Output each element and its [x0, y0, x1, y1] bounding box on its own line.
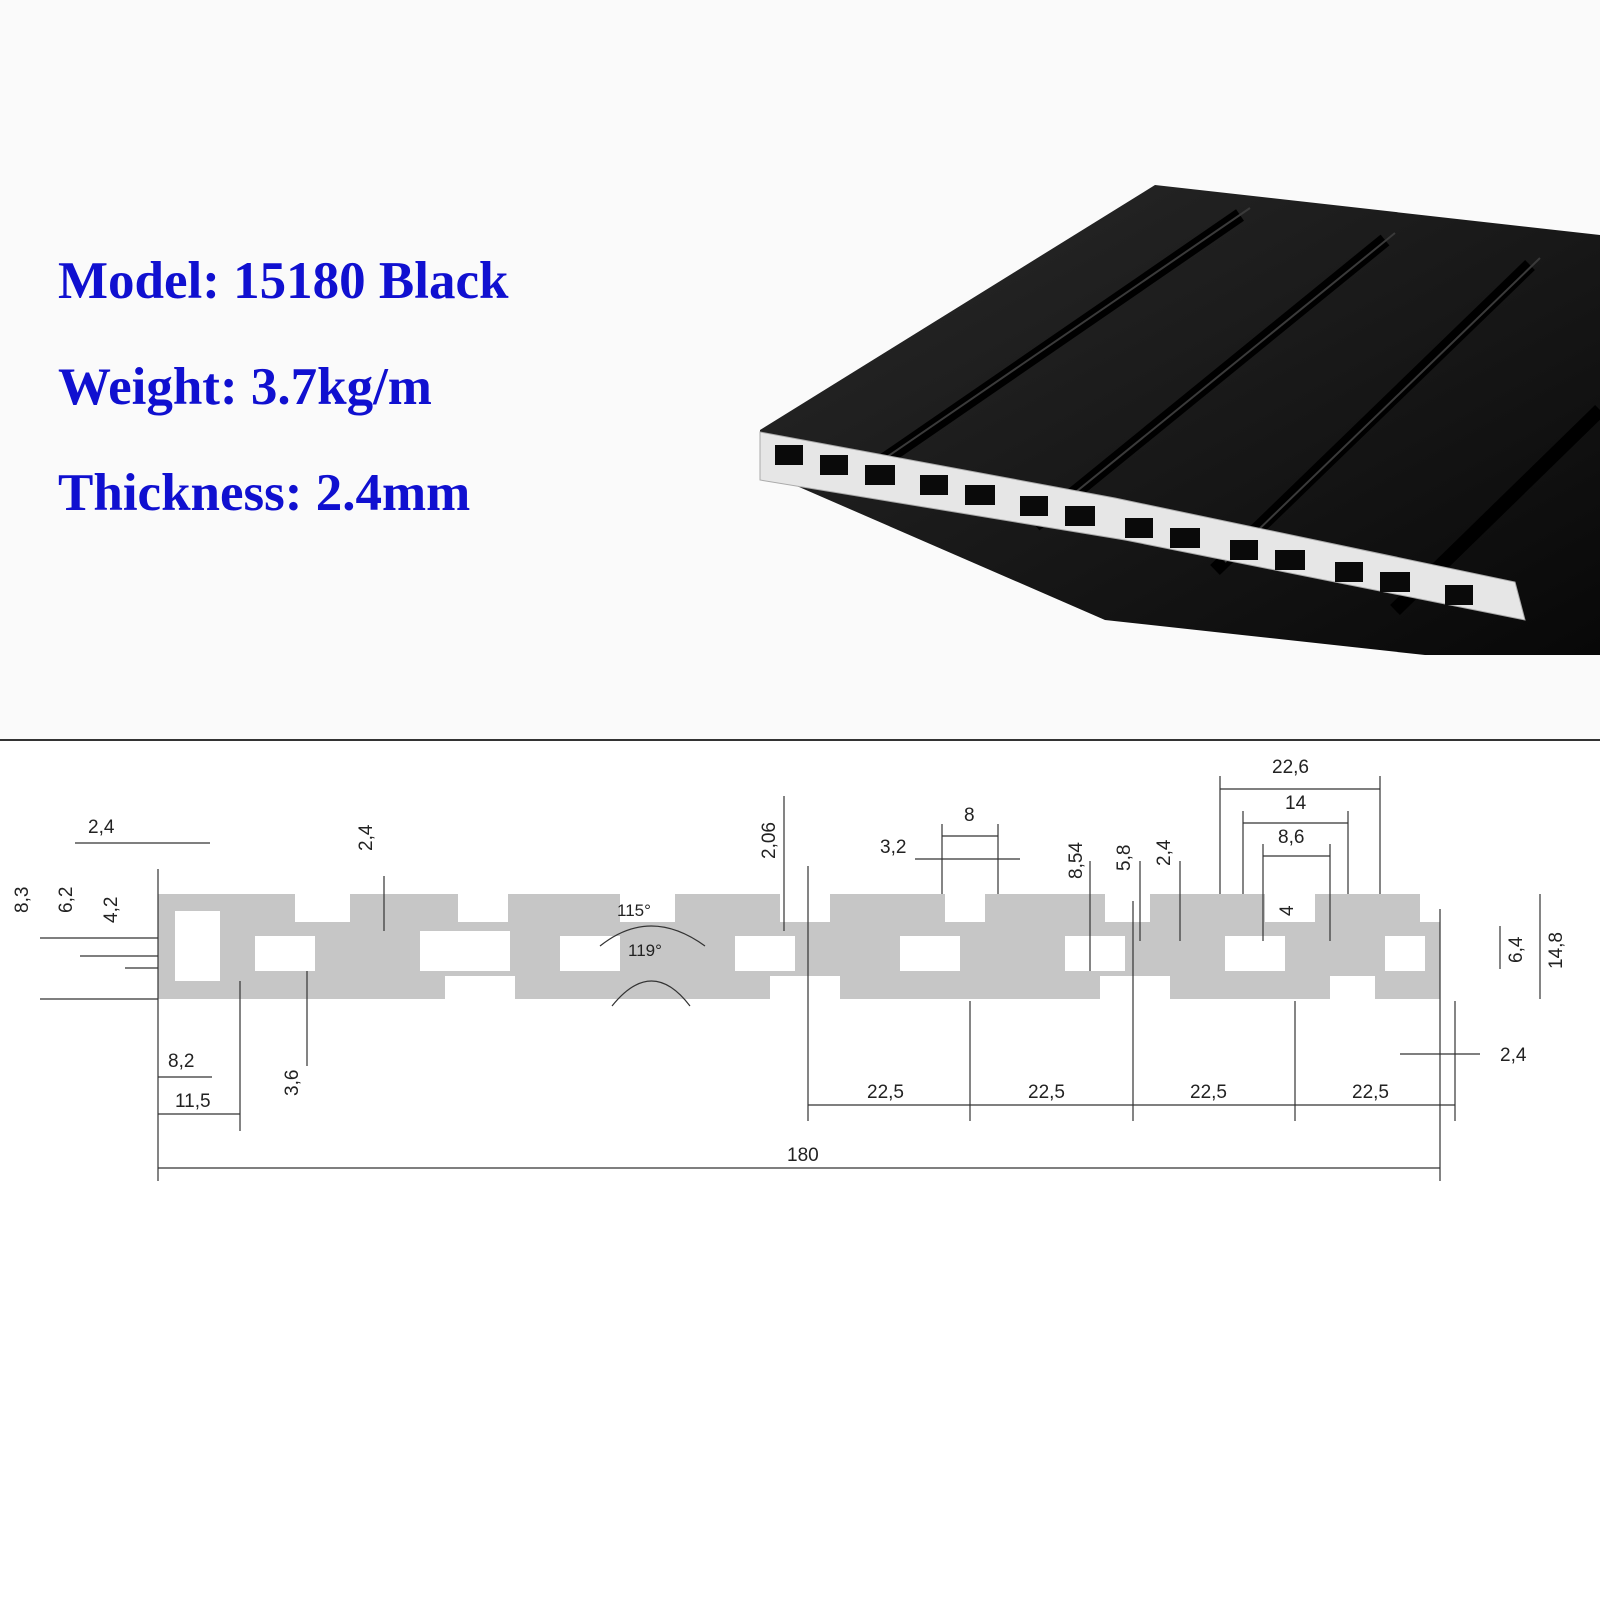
thickness-spec: Thickness: 2.4mm	[58, 464, 471, 522]
cross-section-drawing: 2,4 2,4 2,06 3,2 8 8,54 5,8 2,4 22,6 14 …	[12, 757, 1567, 1181]
model-spec: Model: 15180 Black	[58, 252, 509, 310]
dim-22-6: 22,6	[1272, 757, 1309, 778]
dim-3-6: 3,6	[282, 1070, 303, 1096]
dim-11-5: 11,5	[175, 1091, 211, 1112]
dim-22-5-b: 22,5	[1028, 1082, 1065, 1103]
slot-openings	[295, 894, 1440, 922]
dim-2-4-top-left: 2,4	[88, 817, 115, 838]
dimension-lines	[40, 776, 1541, 1181]
product-photo	[759, 185, 1600, 655]
dim-180: 180	[787, 1145, 819, 1166]
cut-face-cavities	[775, 445, 1473, 605]
dim-4-2: 4,2	[101, 897, 122, 923]
dim-8-54: 8,54	[1066, 842, 1087, 879]
dim-2-4-right: 2,4	[1154, 839, 1175, 866]
slot-highlights	[864, 207, 1541, 563]
dim-4: 4	[1277, 905, 1298, 916]
angle-arcs	[599, 925, 706, 1007]
dim-6-2: 6,2	[56, 887, 77, 913]
weight-spec: Weight: 3.7kg/m	[58, 358, 432, 416]
dim-8-3: 8,3	[12, 887, 33, 913]
dim-22-5-a: 22,5	[867, 1082, 904, 1103]
dim-3-2: 3,2	[880, 837, 906, 858]
dim-5-8: 5,8	[1114, 845, 1135, 871]
dim-22-5-d: 22,5	[1352, 1082, 1389, 1103]
dim-2-4-bottom-right: 2,4	[1500, 1045, 1527, 1066]
dim-14-8: 14,8	[1546, 932, 1567, 969]
spec-list: Model: 15180 Black Weight: 3.7kg/m Thick…	[58, 228, 508, 546]
dimension-labels: 2,4 2,4 2,06 3,2 8 8,54 5,8 2,4 22,6 14 …	[12, 757, 1567, 1166]
dim-2-4-slot-wall: 2,4	[356, 824, 377, 851]
dim-8: 8	[964, 805, 975, 826]
angle-119: 119°	[628, 941, 662, 960]
extrusion-top-surface	[760, 185, 1600, 655]
slot-cavities	[175, 911, 1425, 981]
product-header: Model: 15180 Black Weight: 3.7kg/m Thick…	[0, 0, 1600, 740]
dim-2-06: 2,06	[759, 822, 780, 859]
dim-14: 14	[1285, 793, 1307, 814]
dim-6-4: 6,4	[1506, 936, 1527, 963]
bottom-gaps	[445, 976, 1375, 999]
dim-8-2: 8,2	[168, 1051, 194, 1072]
section-divider	[0, 739, 1600, 741]
dim-22-5-c: 22,5	[1190, 1082, 1227, 1103]
angle-115: 115°	[617, 901, 651, 920]
dim-8-6: 8,6	[1278, 827, 1304, 848]
profile-section	[158, 894, 1440, 999]
